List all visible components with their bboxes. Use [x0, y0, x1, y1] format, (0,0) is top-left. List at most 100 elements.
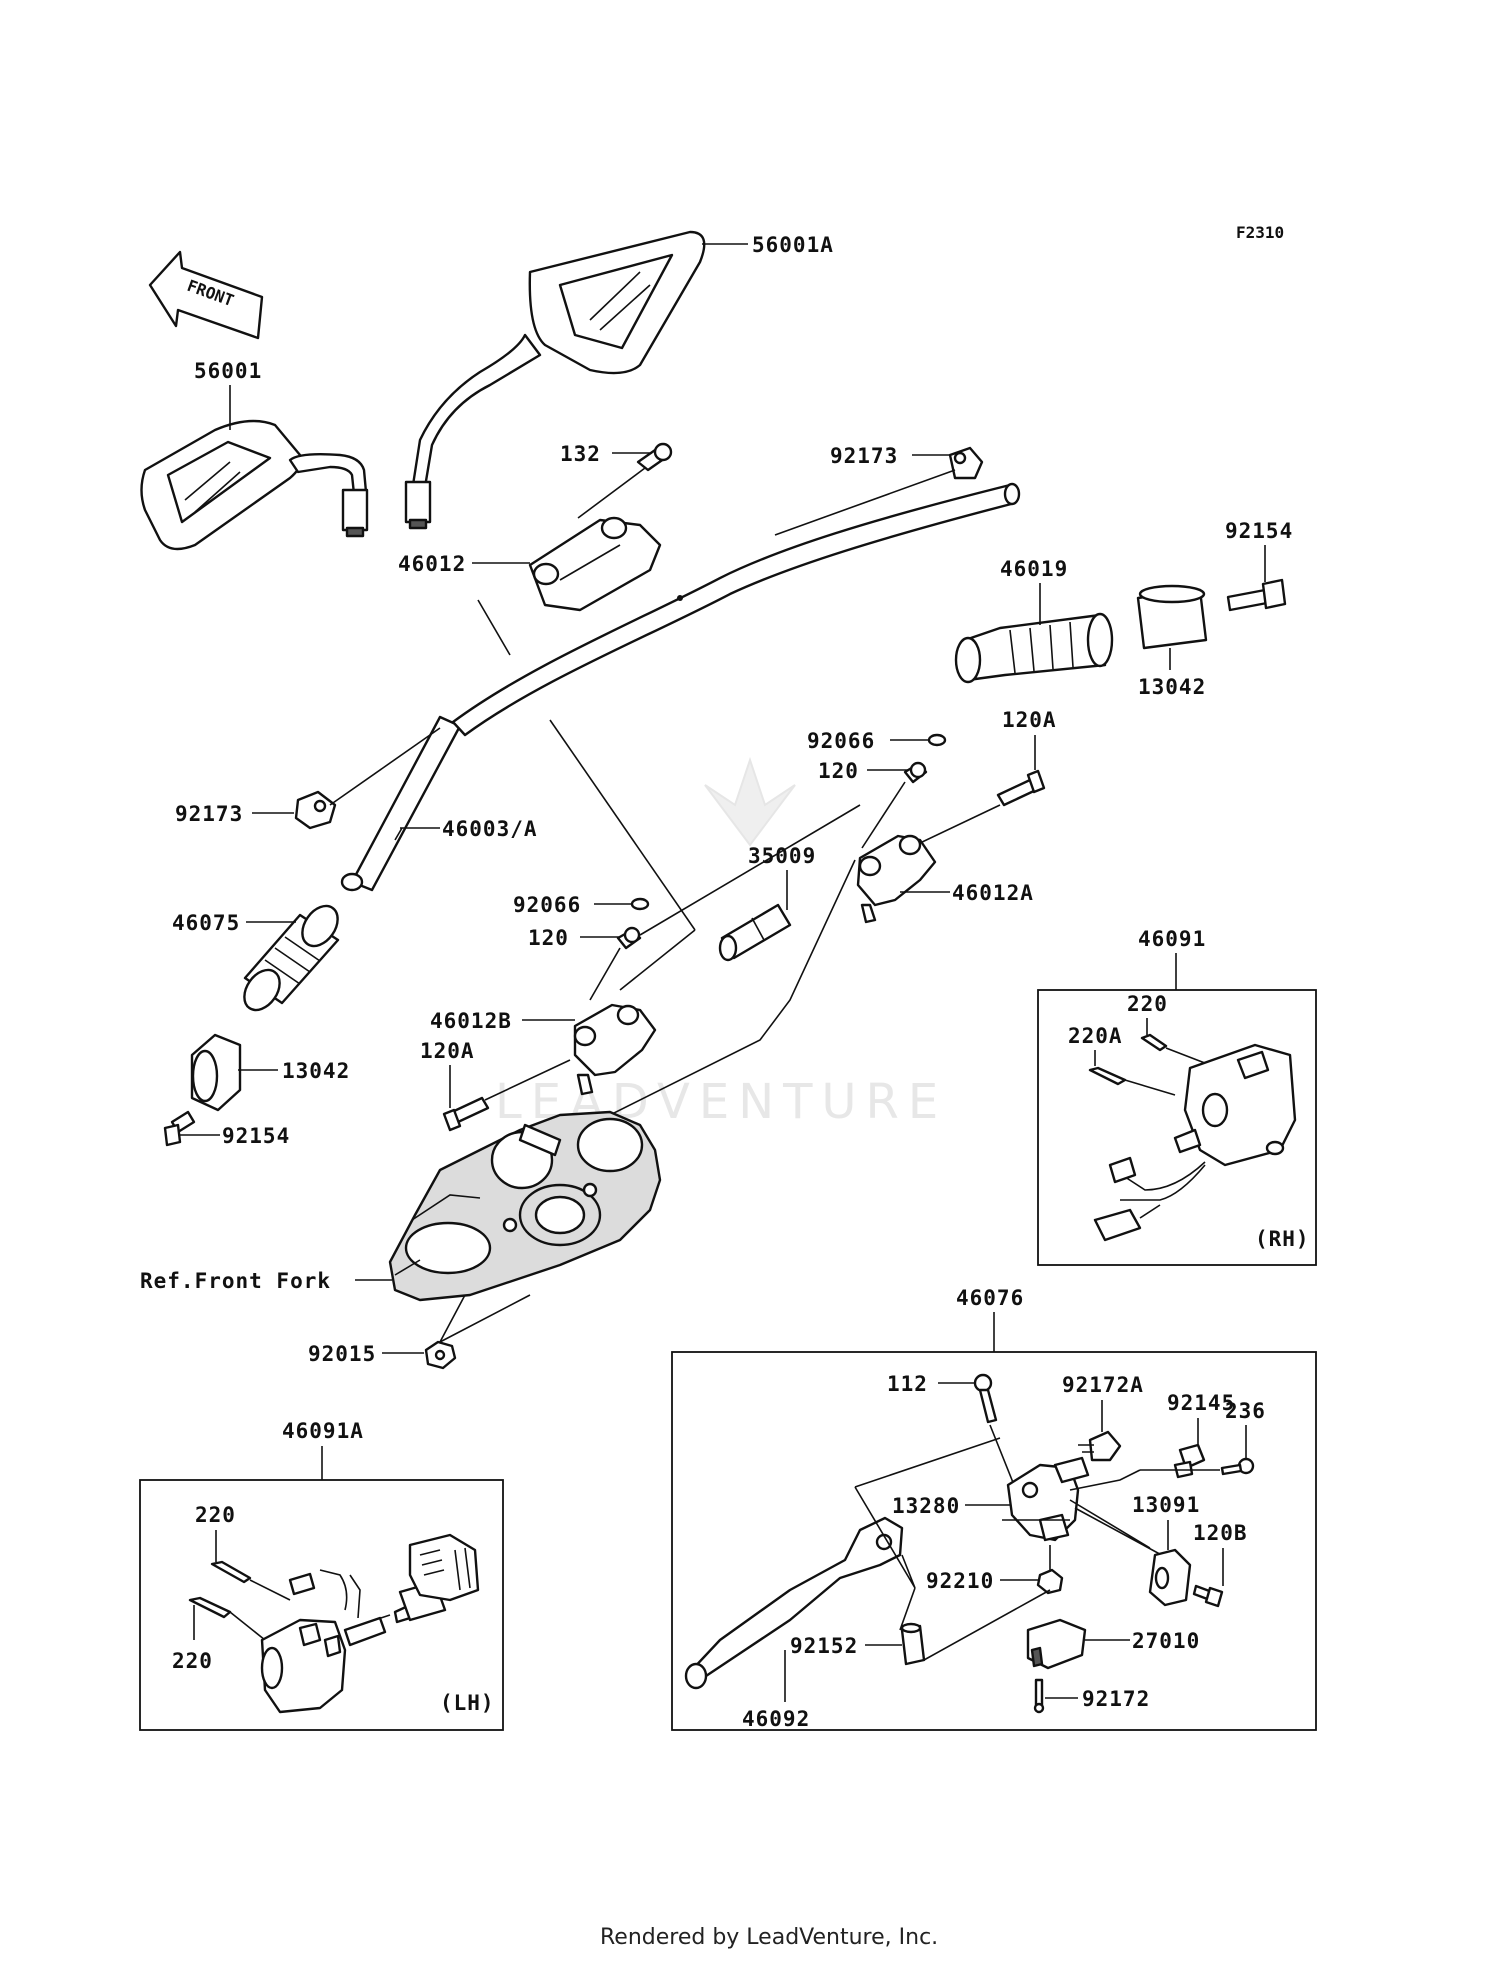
bolt-part-120A-left — [442, 1096, 490, 1132]
label-46012: 46012 — [398, 552, 466, 576]
label-92173-left: 92173 — [175, 802, 243, 826]
label-220-rh: 220 — [1127, 992, 1168, 1016]
lever-part-46092 — [684, 1516, 904, 1690]
label-46003a: 46003/A — [442, 817, 538, 841]
bolt-part-112 — [973, 1373, 998, 1424]
label-92066-right: 92066 — [807, 729, 875, 753]
lever-assembly-box — [671, 1351, 1317, 1731]
label-46019: 46019 — [1000, 557, 1068, 581]
label-46092: 46092 — [742, 1707, 810, 1731]
label-220A-rh: 220A — [1068, 1024, 1123, 1048]
bolt-part-132 — [636, 442, 673, 472]
figure-code: F2310 — [1236, 223, 1284, 242]
label-92015: 92015 — [308, 1342, 376, 1366]
leader-46092b — [854, 1437, 1001, 1631]
grip-part-46019 — [954, 612, 1114, 684]
label-46012a: 46012A — [952, 881, 1034, 905]
bolt-part-92154-left — [163, 1110, 196, 1147]
rh-switch-box — [1037, 989, 1317, 1266]
label-13280: 13280 — [892, 1494, 960, 1518]
label-92210: 92210 — [926, 1569, 994, 1593]
label-92154-left: 92154 — [222, 1124, 290, 1148]
washer-part-92066-right — [927, 733, 947, 747]
label-13091: 13091 — [1132, 1493, 1200, 1517]
mirror-right-part-56001a — [404, 230, 706, 530]
screw-part-220-lh-bottom — [188, 1596, 232, 1619]
bolt-part-92154-right — [1226, 578, 1287, 612]
label-112: 112 — [887, 1372, 928, 1396]
label-92172: 92172 — [1082, 1687, 1150, 1711]
label-236: 236 — [1225, 1399, 1266, 1423]
screw-part-220-rh — [1140, 1033, 1168, 1052]
triple-clamp-ref-front-fork — [388, 1110, 662, 1302]
leader-92173-leftb — [329, 727, 441, 806]
screw-part-92172 — [1033, 1678, 1045, 1714]
label-lh: (LH) — [440, 1691, 495, 1715]
lh-switch-box — [139, 1479, 504, 1731]
handlebar-part-46003a — [340, 482, 1021, 892]
grip-part-46075 — [243, 904, 340, 1012]
switch-part-27010 — [1026, 1618, 1087, 1670]
leader-120A-leftb — [484, 1059, 571, 1101]
footer-credit: Rendered by LeadVenture, Inc. — [600, 1925, 938, 1950]
bolt-part-120B — [1192, 1584, 1224, 1608]
holder-part-46012a — [856, 834, 937, 924]
label-56001a: 56001A — [752, 233, 834, 257]
label-ref-front-fork: Ref.Front Fork — [140, 1269, 331, 1293]
leader-clamp-axis — [639, 804, 861, 936]
weight-part-13042-left — [190, 1033, 242, 1112]
washer-part-92066-left — [630, 897, 650, 911]
label-220-lh-bottom: 220 — [172, 1649, 213, 1673]
front-arrow-icon: FRONT — [148, 250, 264, 340]
label-46091: 46091 — [1138, 927, 1206, 951]
leader-92173-topb — [774, 469, 956, 536]
nut-part-92210 — [1036, 1568, 1064, 1595]
nut-part-92015 — [424, 1340, 457, 1370]
label-220-lh-top: 220 — [195, 1503, 236, 1527]
leader-lh-screws — [229, 1579, 291, 1641]
leader-46012b — [477, 599, 511, 656]
label-rh: (RH) — [1255, 1227, 1310, 1251]
cap-part-92173-left — [294, 790, 337, 830]
adjuster-part-92172a — [1078, 1430, 1122, 1462]
bolt-part-120-right — [903, 761, 928, 784]
label-92066-left: 92066 — [513, 893, 581, 917]
cover-part-13091 — [1148, 1548, 1192, 1607]
label-92145: 92145 — [1167, 1391, 1235, 1415]
label-120A-right: 120A — [1002, 708, 1057, 732]
label-120B: 120B — [1193, 1521, 1248, 1545]
switch-housing-left-part-46091a — [260, 1533, 480, 1714]
leader-92015b — [439, 1294, 531, 1343]
lever-holder-part-13280 — [1006, 1456, 1090, 1542]
leader-13280b — [1002, 1469, 1181, 1566]
leader-120-rightb — [861, 781, 906, 849]
leader-clamp-left — [549, 719, 696, 931]
bolt-part-120-left — [616, 926, 642, 950]
switch-housing-right-part-46091 — [1093, 1043, 1297, 1242]
mirror-left-part-56001 — [140, 419, 369, 551]
label-92173-top: 92173 — [830, 444, 898, 468]
label-56001: 56001 — [194, 359, 262, 383]
weight-part-35009 — [718, 903, 792, 962]
label-13042-right: 13042 — [1138, 675, 1206, 699]
label-92172a: 92172A — [1062, 1373, 1144, 1397]
label-132: 132 — [560, 442, 601, 466]
weight-part-13042-right — [1136, 584, 1208, 650]
label-92154-right: 92154 — [1225, 519, 1293, 543]
spring-part-92145 — [1173, 1443, 1206, 1479]
leader-92152b — [923, 1589, 1051, 1661]
cap-part-92173-top — [948, 446, 984, 480]
clamp-part-46012 — [528, 516, 662, 612]
label-120-right: 120 — [818, 759, 859, 783]
leader-46003a — [394, 827, 440, 841]
screw-part-220-lh-top — [210, 1560, 252, 1584]
leader-120-leftb — [589, 947, 621, 1001]
screw-part-236 — [1220, 1457, 1255, 1476]
leader-clamp-left2 — [619, 929, 696, 991]
bolt-part-120A-right — [996, 769, 1046, 807]
label-27010: 27010 — [1132, 1629, 1200, 1653]
label-46076: 46076 — [956, 1286, 1024, 1310]
leader-132b — [577, 467, 646, 519]
label-120A-left: 120A — [420, 1039, 475, 1063]
collar-part-92152 — [900, 1622, 926, 1666]
